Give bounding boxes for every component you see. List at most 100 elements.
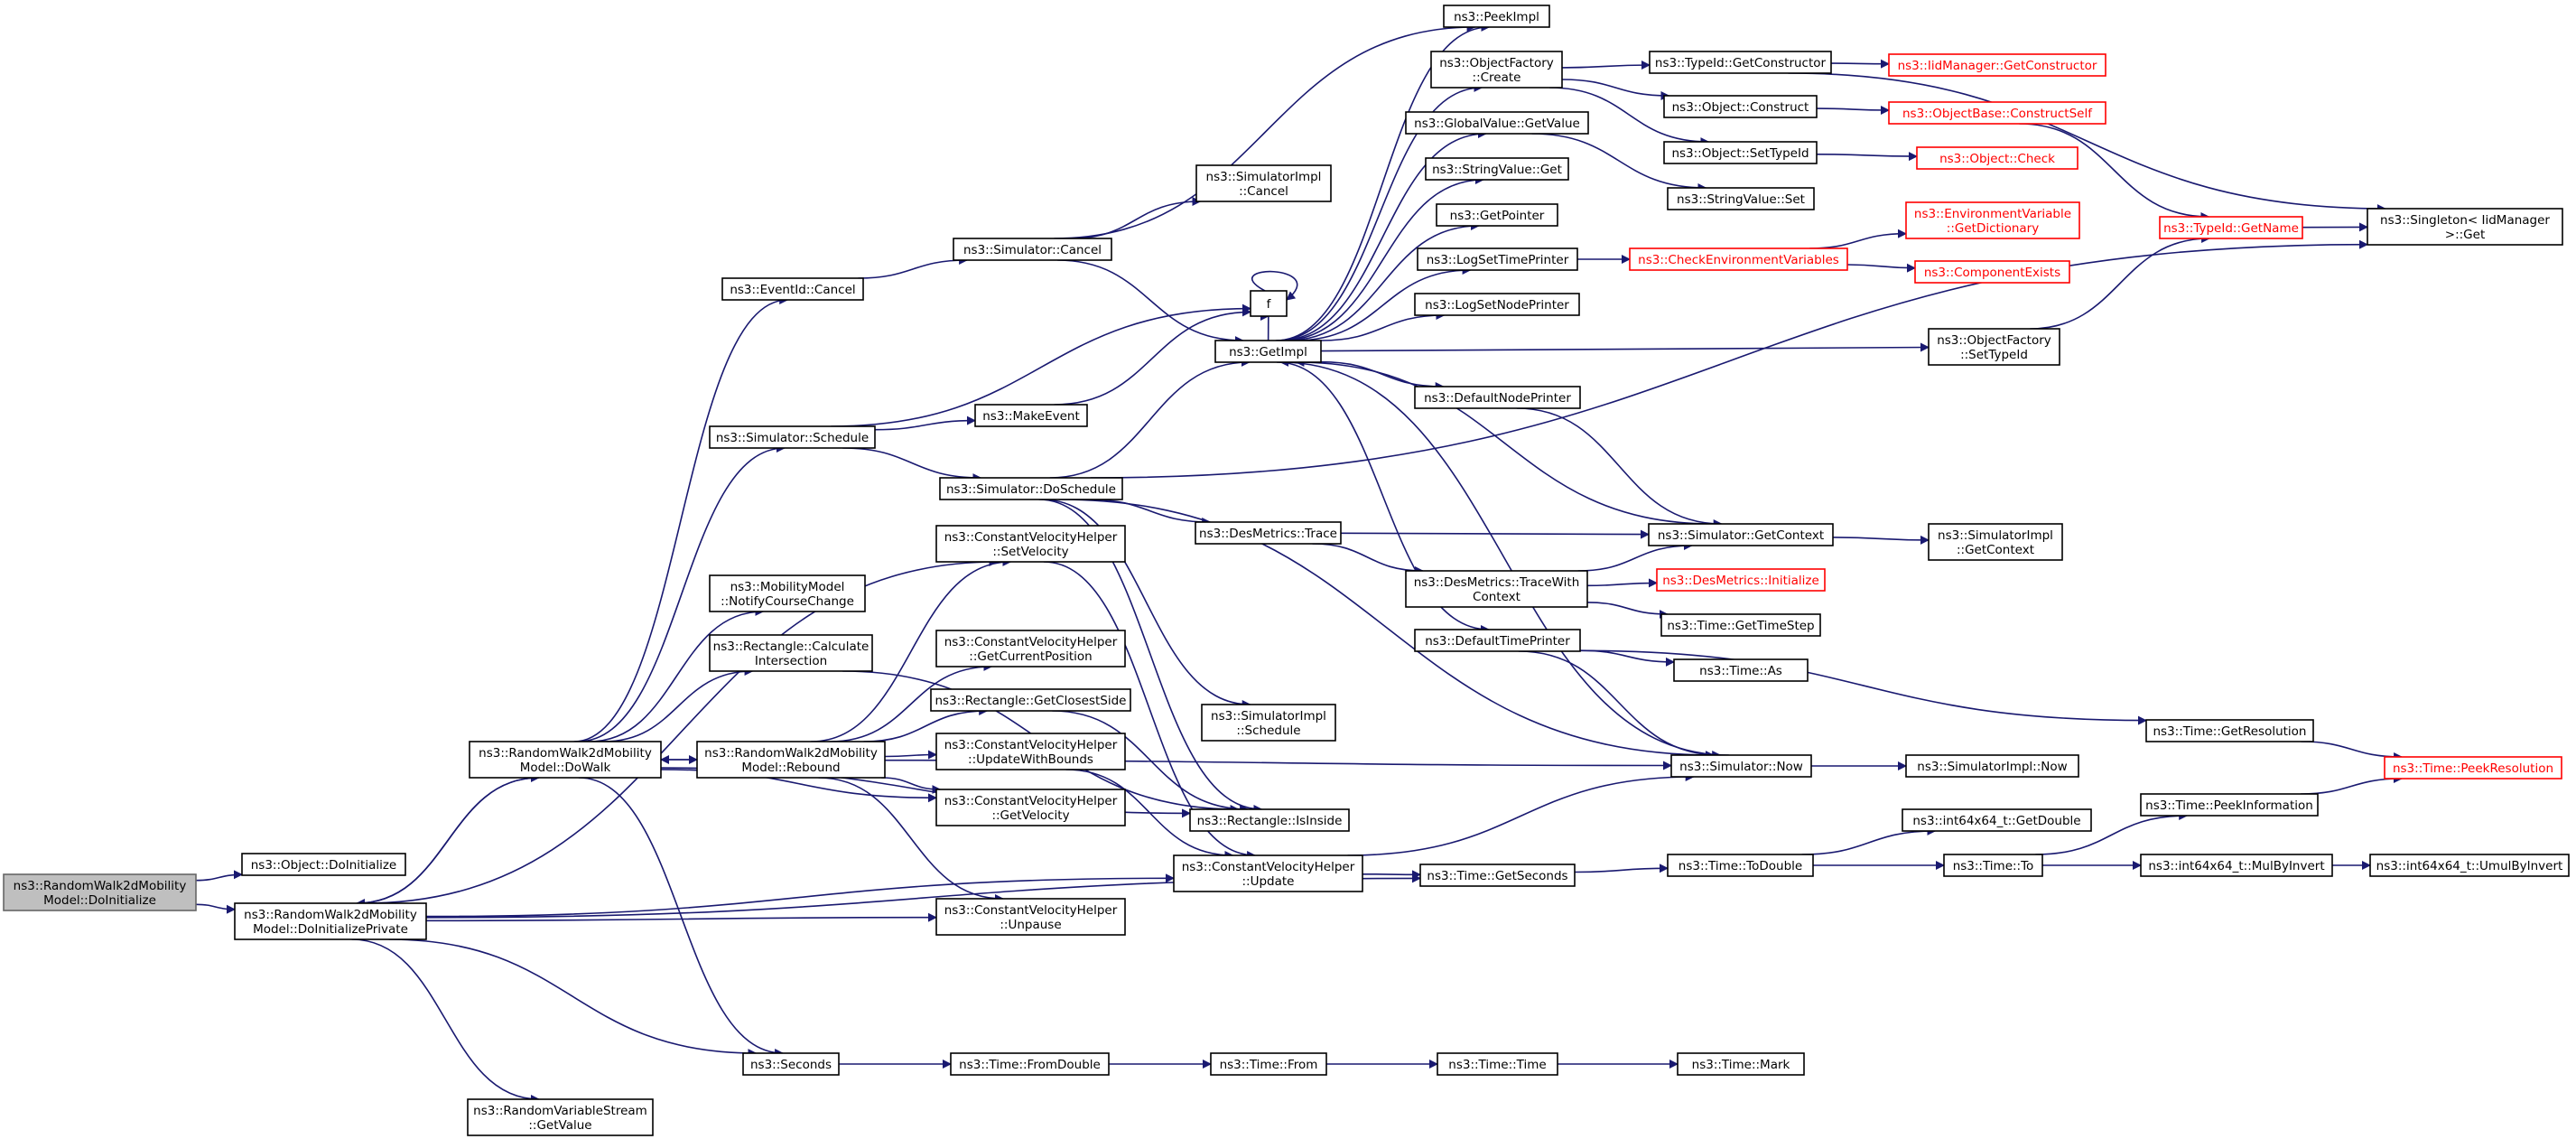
node-box xyxy=(3,873,197,911)
node-label: ::Cancel xyxy=(1239,184,1288,199)
node-envdict[interactable]: ns3::EnvironmentVariable::GetDictionary xyxy=(1905,201,2080,239)
node-getclosest[interactable]: ns3::Rectangle::GetClosestSide xyxy=(930,688,1131,712)
node-simimplcancel[interactable]: ns3::SimulatorImpl::Cancel xyxy=(1195,164,1332,202)
node-label: ns3::ConstantVelocityHelper xyxy=(944,635,1118,649)
node-simimplnow[interactable]: ns3::SimulatorImpl::Now xyxy=(1905,754,2079,778)
node-doinit-obj[interactable]: ns3::Object::DoInitialize xyxy=(241,853,406,876)
edge-makeevent-f xyxy=(1054,307,1251,406)
node-box xyxy=(939,477,1123,500)
node-box xyxy=(241,853,406,876)
node-box xyxy=(1648,523,1834,546)
node-peekimpl[interactable]: ns3::PeekImpl xyxy=(1443,5,1550,28)
node-typeidgetname[interactable]: ns3::TypeId::GetName xyxy=(2159,216,2303,239)
node-objcheck[interactable]: ns3::Object::Check xyxy=(1916,146,2078,170)
node-cvh-upbounds[interactable]: ns3::ConstantVelocityHelper::UpdateWithB… xyxy=(935,733,1126,770)
node-label: ns3::TypeId::GetConstructor xyxy=(1655,56,1827,70)
node-peekinfo[interactable]: ns3::Time::PeekInformation xyxy=(2140,793,2319,817)
node-getdouble[interactable]: ns3::int64x64_t::GetDouble xyxy=(1902,808,2092,832)
edge-dosched-getimpl xyxy=(1049,358,1251,479)
node-simschedule[interactable]: ns3::Simulator::Schedule xyxy=(709,425,876,449)
node-cvh-getpos[interactable]: ns3::ConstantVelocityHelper::GetCurrentP… xyxy=(935,630,1126,668)
node-makeevent[interactable]: ns3::MakeEvent xyxy=(974,404,1088,427)
node-box xyxy=(709,425,876,449)
node-objfactsettype[interactable]: ns3::ObjectFactory::SetTypeId xyxy=(1928,328,2060,366)
node-getseconds[interactable]: ns3::Time::GetSeconds xyxy=(1419,864,1576,887)
node-timeto[interactable]: ns3::Time::To xyxy=(1943,854,2043,877)
node-checkenv[interactable]: ns3::CheckEnvironmentVariables xyxy=(1629,247,1848,271)
edge-typeidgetctor-singleton xyxy=(1788,72,2386,213)
node-box xyxy=(1250,290,1288,317)
node-typeidgetctor[interactable]: ns3::TypeId::GetConstructor xyxy=(1649,51,1832,74)
edge-simschedule-dosched xyxy=(842,447,982,482)
node-notify[interactable]: ns3::MobilityModel::NotifyCourseChange xyxy=(709,574,866,612)
node-singleton[interactable]: ns3::Singleton< IidManager >::Get xyxy=(2367,208,2563,246)
node-eventcancel[interactable]: ns3::EventId::Cancel xyxy=(721,277,864,301)
node-root[interactable]: ns3::RandomWalk2dMobilityModel::DoInitia… xyxy=(3,873,197,911)
edge-cvh_upbounds-cvh_update xyxy=(1065,769,1234,860)
node-cvh-update[interactable]: ns3::ConstantVelocityHelper::Update xyxy=(1173,854,1363,892)
edge-deftime-getres xyxy=(1579,649,2147,725)
node-iidgetctor[interactable]: ns3::IidManager::GetConstructor xyxy=(1888,53,2106,77)
node-gettimestep[interactable]: ns3::Time::GetTimeStep xyxy=(1660,613,1821,637)
node-f[interactable]: f xyxy=(1250,290,1288,317)
node-objfactcreate[interactable]: ns3::ObjectFactory::Create xyxy=(1430,51,1563,89)
node-simimplsched[interactable]: ns3::SimulatorImpl::Schedule xyxy=(1201,704,1336,742)
node-dosched[interactable]: ns3::Simulator::DoSchedule xyxy=(939,477,1123,500)
node-desinit[interactable]: ns3::DesMetrics::Initialize xyxy=(1656,568,1826,592)
node-deftime[interactable]: ns3::DefaultTimePrinter xyxy=(1414,629,1581,652)
edge-getseconds-todouble xyxy=(1574,864,1669,873)
node-desmetrics[interactable]: ns3::DesMetrics::Trace xyxy=(1195,521,1342,545)
node-label: ns3::Time::Mark xyxy=(1692,1058,1790,1072)
edge-root-doinitpriv xyxy=(195,903,236,914)
node-getimpl[interactable]: ns3::GetImpl xyxy=(1214,340,1322,363)
node-label: ns3::ObjectFactory xyxy=(1439,56,1554,70)
node-strvalset[interactable]: ns3::StringValue::Set xyxy=(1667,187,1815,210)
edge-rebound-cvh_upbounds xyxy=(884,750,937,760)
node-timetime[interactable]: ns3::Time::Time xyxy=(1437,1052,1558,1076)
node-isinside[interactable]: ns3::Rectangle::IsInside xyxy=(1189,808,1350,832)
node-objbaseconstruct[interactable]: ns3::ObjectBase::ConstructSelf xyxy=(1888,101,2106,125)
node-timemark[interactable]: ns3::Time::Mark xyxy=(1677,1052,1805,1076)
node-simnow[interactable]: ns3::Simulator::Now xyxy=(1670,754,1812,778)
node-todouble[interactable]: ns3::Time::ToDouble xyxy=(1667,854,1814,877)
node-simimplctx[interactable]: ns3::SimulatorImpl::GetContext xyxy=(1928,523,2063,561)
node-objsettypeid[interactable]: ns3::Object::SetTypeId xyxy=(1663,141,1818,164)
edges xyxy=(195,23,2404,1104)
node-getpointer[interactable]: ns3::GetPointer xyxy=(1436,203,1558,227)
node-box xyxy=(1660,613,1821,637)
node-cvh-setvel[interactable]: ns3::ConstantVelocityHelper::SetVelocity xyxy=(935,525,1126,563)
node-box xyxy=(721,277,864,301)
node-timefrom[interactable]: ns3::Time::From xyxy=(1210,1052,1327,1076)
node-fromdouble[interactable]: ns3::Time::FromDouble xyxy=(950,1052,1110,1076)
node-timeas[interactable]: ns3::Time::As xyxy=(1673,658,1809,682)
node-cvh-unpause[interactable]: ns3::ConstantVelocityHelper::Unpause xyxy=(935,898,1126,936)
node-seconds[interactable]: ns3::Seconds xyxy=(742,1052,840,1076)
edge-dowalk-eventcancel xyxy=(573,295,789,742)
node-getcontext[interactable]: ns3::Simulator::GetContext xyxy=(1648,523,1834,546)
node-doinitpriv[interactable]: ns3::RandomWalk2dMobilityModel::DoInitia… xyxy=(234,902,427,940)
node-simcancel[interactable]: ns3::Simulator::Cancel xyxy=(953,238,1112,261)
node-label: ns3::StringValue::Get xyxy=(1432,163,1562,177)
node-strvalget[interactable]: ns3::StringValue::Get xyxy=(1425,157,1569,181)
node-objconstruct[interactable]: ns3::Object::Construct xyxy=(1663,95,1818,118)
node-logsetnode[interactable]: ns3::LogSetNodePrinter xyxy=(1414,293,1580,316)
node-getres[interactable]: ns3::Time::GetResolution xyxy=(2145,719,2314,742)
node-umulbyinv[interactable]: ns3::int64x64_t::UmulByInvert xyxy=(2369,854,2570,877)
node-defnode[interactable]: ns3::DefaultNodePrinter xyxy=(1414,386,1581,409)
node-box xyxy=(1437,1052,1558,1076)
node-mulbyinv[interactable]: ns3::int64x64_t::MulByInvert xyxy=(2140,854,2333,877)
node-randvar[interactable]: ns3::RandomVariableStream::GetValue xyxy=(467,1098,654,1136)
node-peekres[interactable]: ns3::Time::PeekResolution xyxy=(2384,756,2562,780)
node-label: ns3::RandomWalk2dMobility xyxy=(244,908,417,922)
node-box xyxy=(1201,704,1336,742)
node-globalget[interactable]: ns3::GlobalValue::GetValue xyxy=(1405,111,1589,135)
node-compexists[interactable]: ns3::ComponentExists xyxy=(1914,260,2070,284)
node-box xyxy=(1670,754,1812,778)
node-label: ns3::ObjectBase::ConstructSelf xyxy=(1902,107,2093,121)
node-cvh-getvel[interactable]: ns3::ConstantVelocityHelper::GetVelocity xyxy=(935,789,1126,826)
node-logsettime[interactable]: ns3::LogSetTimePrinter xyxy=(1417,247,1578,271)
